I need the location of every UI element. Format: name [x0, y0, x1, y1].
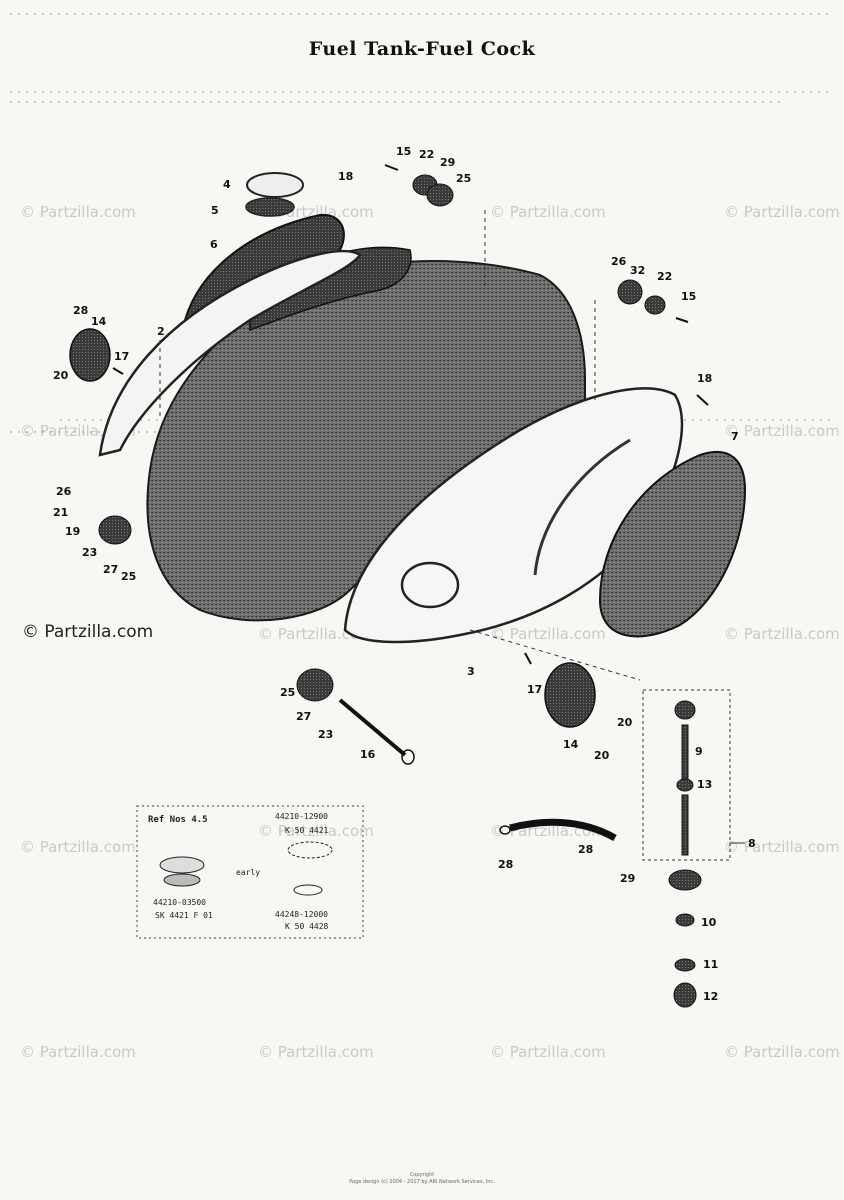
screws — [112, 164, 709, 665]
watermark: © Partzilla.com — [724, 838, 840, 856]
inset-part-code: K 50 4428 — [285, 922, 329, 931]
watermark: © Partzilla.com — [490, 203, 606, 221]
callout-label: 16 — [360, 748, 376, 761]
callout-label: 22 — [657, 270, 673, 283]
callout-label: 32 — [630, 264, 646, 277]
emblem-left — [69, 328, 111, 382]
callout-label: 21 — [53, 506, 69, 519]
footer-copyright: Copyright — [409, 1172, 435, 1178]
callout-label: 27 — [103, 563, 119, 576]
callout-label: 12 — [703, 990, 719, 1003]
callout-label: 3 — [467, 665, 475, 678]
knee-pad-right — [598, 450, 747, 638]
callout-label: 17 — [114, 350, 130, 363]
hardware-top — [98, 174, 666, 702]
watermark: © Partzilla.com — [724, 1043, 840, 1061]
callout-label: 11 — [703, 958, 719, 971]
inset-connector: early — [236, 868, 261, 877]
fuel-hose — [509, 818, 617, 842]
callout-label: 23 — [82, 546, 98, 559]
watermark: © Partzilla.com — [490, 625, 606, 643]
callout-label: 14 — [91, 315, 107, 328]
callout-label: 15 — [681, 290, 697, 303]
callout-label: 9 — [695, 745, 703, 758]
inset-part-code: K 50 4421 — [285, 826, 329, 835]
callout-label: 29 — [620, 872, 636, 885]
watermark: © Partzilla.com — [724, 625, 840, 643]
callout-label: 28 — [578, 843, 594, 856]
inset-part-number: 44210-03500 — [153, 898, 206, 907]
callout-label: 26 — [56, 485, 72, 498]
callout-label: 22 — [419, 148, 435, 161]
callout-label: 25 — [280, 686, 296, 699]
callout-label: 13 — [697, 778, 713, 791]
inset-part-number: 44210-12900 — [275, 812, 328, 821]
callout-label: 28 — [73, 304, 89, 317]
callout-label: 20 — [594, 749, 610, 762]
callout-label: 25 — [456, 172, 472, 185]
callout-label: 28 — [498, 858, 514, 871]
watermark: © Partzilla.com — [258, 1043, 374, 1061]
watermark-corner: © Partzilla.com — [22, 622, 154, 642]
inset-heading: Ref Nos 4.5 — [148, 815, 208, 825]
callout-label: 17 — [527, 683, 543, 696]
watermark: © Partzilla.com — [490, 1043, 606, 1061]
watermark: © Partzilla.com — [20, 838, 136, 856]
inset-part-number: 44248-12000 — [275, 910, 328, 919]
callout-label: 26 — [611, 255, 627, 268]
watermark: © Partzilla.com — [20, 1043, 136, 1061]
drain-pipe — [338, 698, 407, 757]
filler-cap — [245, 172, 304, 217]
watermark: © Partzilla.com — [20, 203, 136, 221]
callout-label: 7 — [731, 430, 739, 443]
callout-label: 29 — [440, 156, 456, 169]
side-trim-left — [98, 249, 362, 457]
callout-label: 25 — [121, 570, 137, 583]
callout-label: 4 — [223, 178, 231, 191]
side-cover-right — [343, 387, 684, 644]
callout-label: 5 — [211, 204, 219, 217]
diagram-title: Fuel Tank-Fuel Cock — [308, 38, 536, 60]
callout-label: 19 — [65, 525, 81, 538]
watermark: © Partzilla.com — [258, 822, 374, 840]
callout-label: 10 — [701, 916, 717, 929]
emblem-bottom — [544, 662, 596, 728]
callout-label: 14 — [563, 738, 579, 751]
callout-label: 20 — [53, 369, 69, 382]
callout-label: 20 — [617, 716, 633, 729]
callout-label: 27 — [296, 710, 312, 723]
callout-label: 6 — [210, 238, 218, 251]
footer-credit: Page design (c) 2004 - 2017 by ARI Netwo… — [349, 1179, 495, 1185]
callout-label: 23 — [318, 728, 334, 741]
inset-frame — [136, 805, 364, 939]
fuel-cock — [668, 700, 702, 1008]
callout-label: 18 — [338, 170, 354, 183]
watermark: © Partzilla.com — [724, 422, 840, 440]
callout-label: 15 — [396, 145, 412, 158]
inset-part-code: SK 4421 F 01 — [155, 911, 213, 920]
watermark: © Partzilla.com — [724, 203, 840, 221]
callout-label: 2 — [157, 325, 165, 338]
callout-label: 8 — [748, 837, 756, 850]
fuel-cock-frame — [642, 689, 731, 861]
callout-label: 18 — [697, 372, 713, 385]
